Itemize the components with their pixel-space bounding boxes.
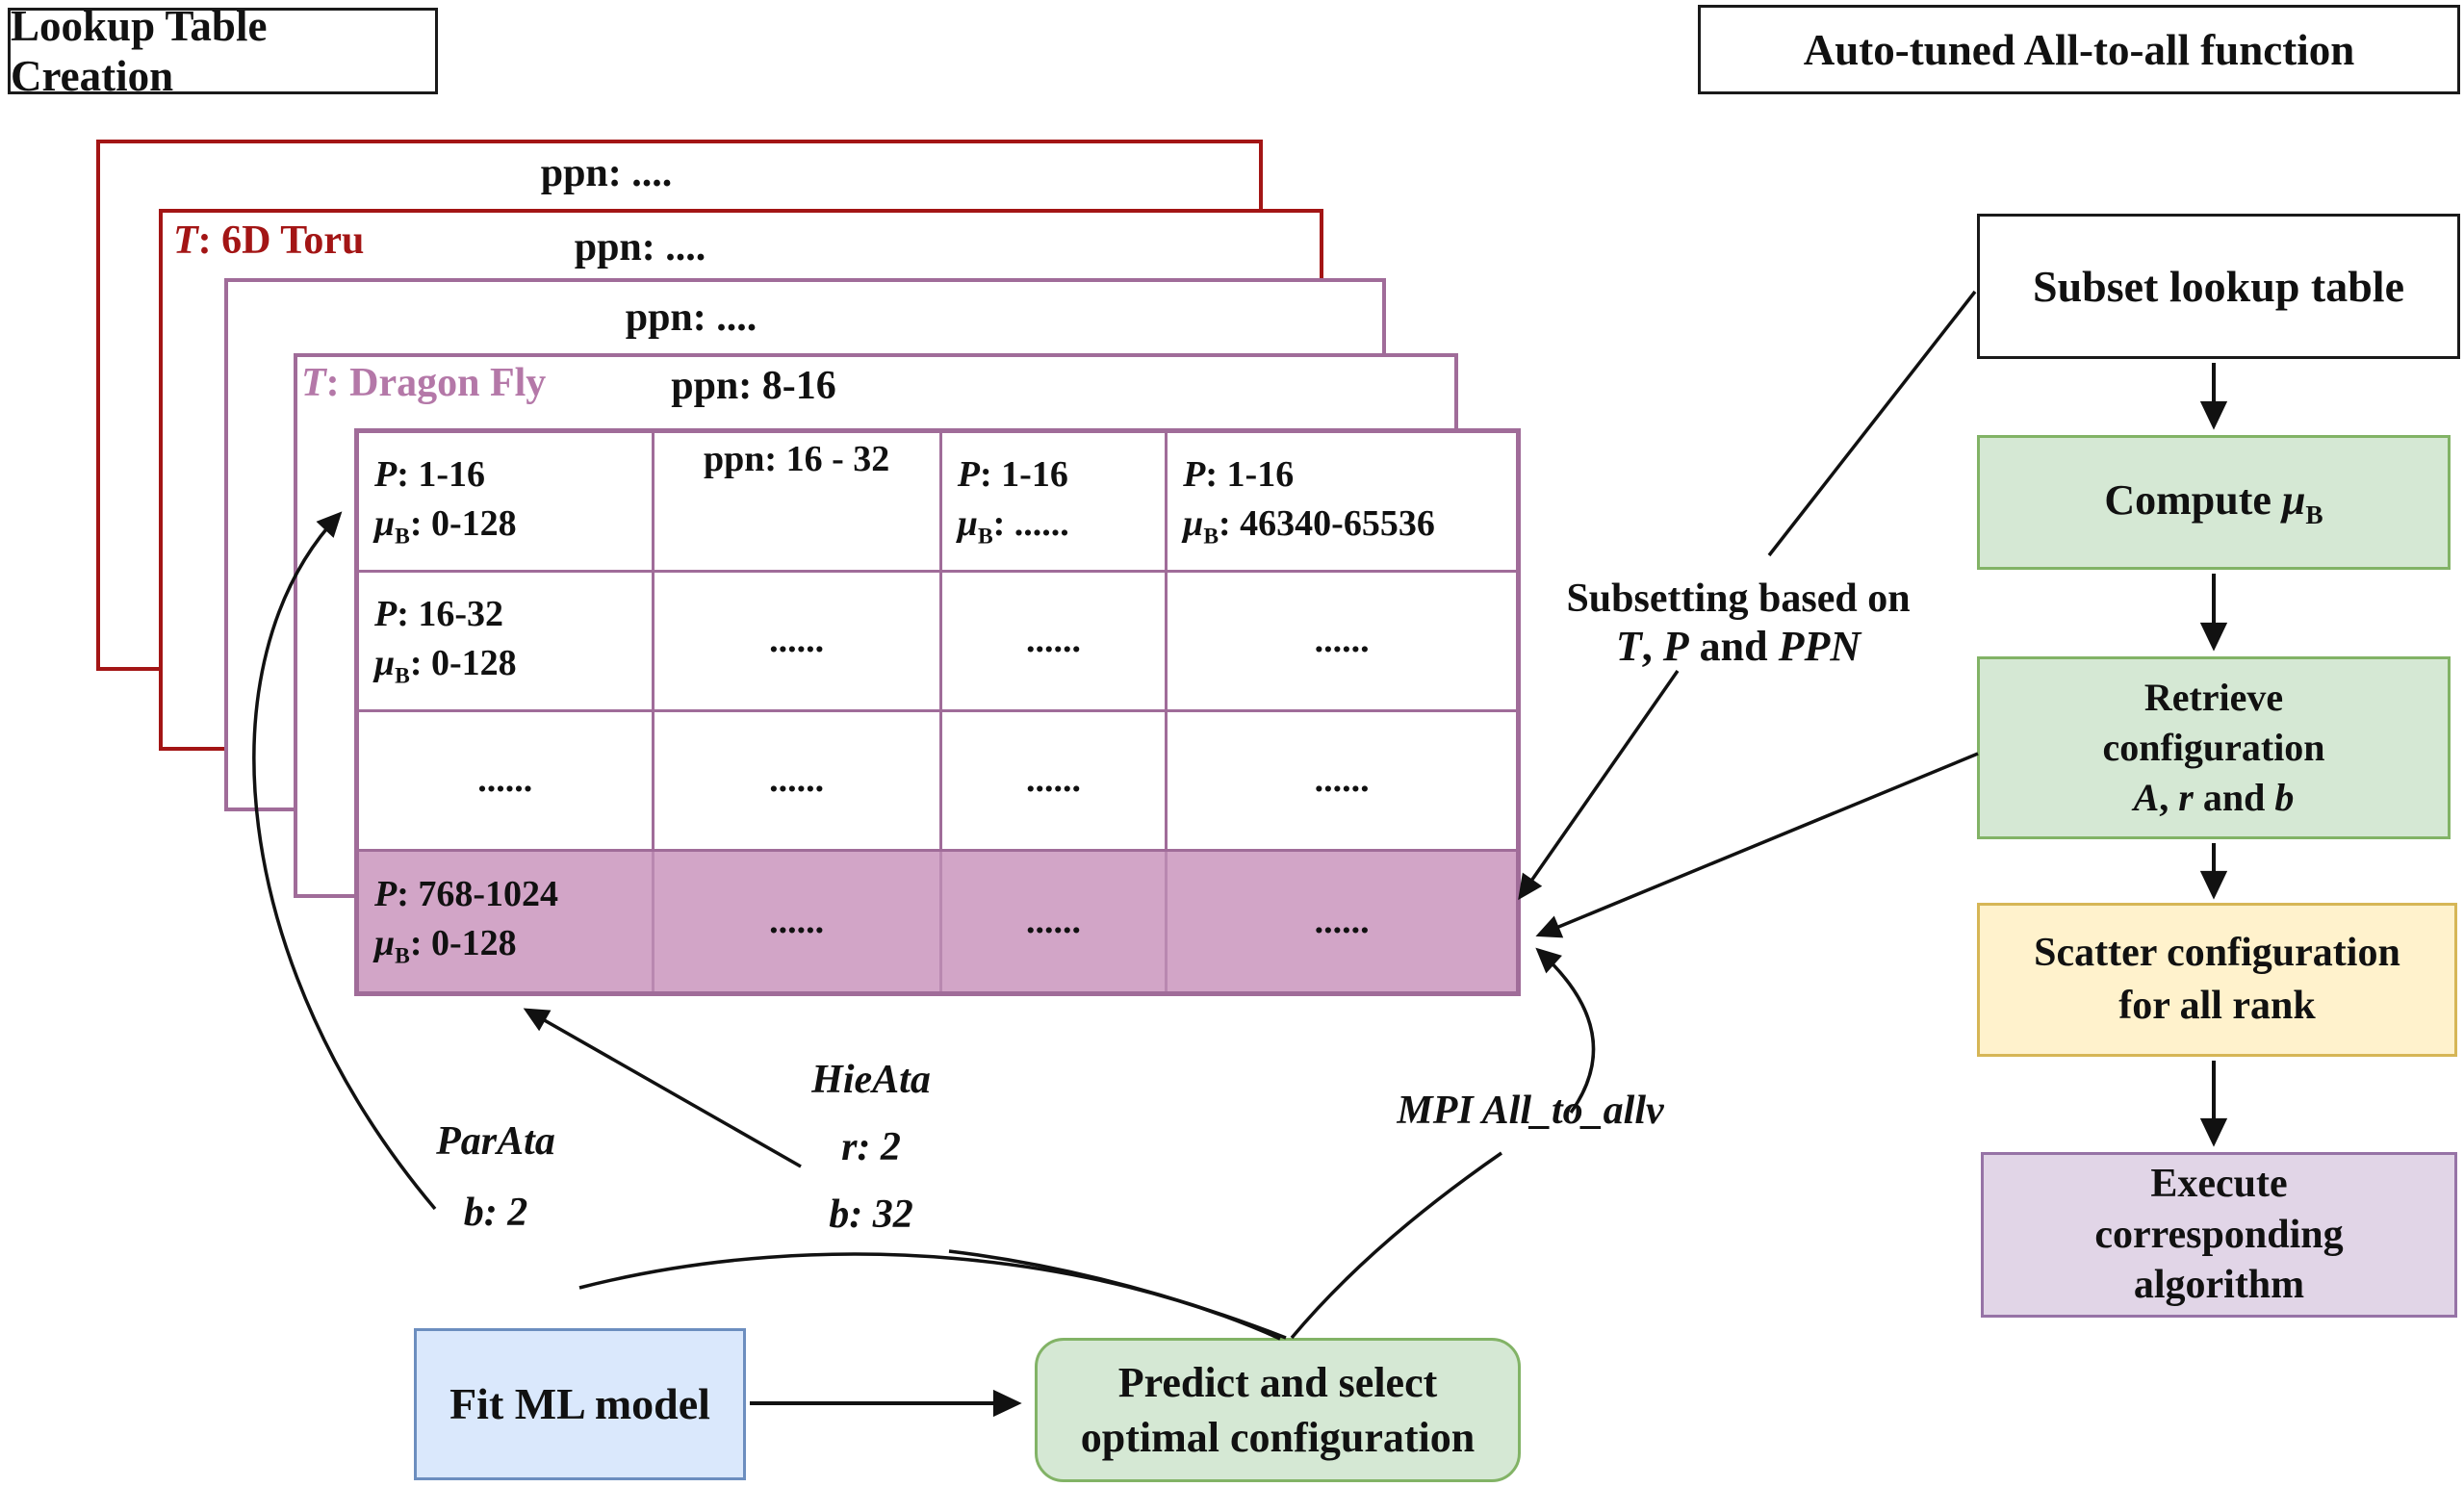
flow-box-retrieve-line1: Retrieve [2143, 676, 2284, 719]
fit-ml-model-box: Fit ML model [414, 1328, 746, 1480]
line-predict-to-hieata-text [948, 1249, 1287, 1340]
line-predict-to-mpi-text [1290, 1151, 1502, 1340]
hieata-name: HieAta [811, 1058, 931, 1102]
flow-box-subset-lookup-table: Subset lookup table [1977, 214, 2460, 359]
flow-box-compute-mu: Compute μB [1977, 435, 2451, 570]
table-cell-r4c3: ...... [941, 852, 1168, 991]
predict-select-line1: Predict and select [1117, 1358, 1438, 1406]
table-cell-r3c4: ...... [1168, 712, 1516, 852]
right-section-title-text: Auto-tuned All-to-all function [1803, 25, 2355, 74]
layer3-ppn-label: ppn: .... [625, 295, 757, 340]
layer2-topology-var: T [173, 218, 198, 263]
fit-ml-model-label: Fit ML model [449, 1379, 710, 1429]
flow-box-retrieve-configuration: Retrieve configuration A, r and b [1977, 656, 2451, 839]
table-cell-r3c1: ...... [359, 712, 654, 852]
line-subset-to-subsetting-text [1767, 290, 1977, 557]
layer2-ppn-label: ppn: .... [574, 225, 706, 269]
flow-box-execute-line3: algorithm [2133, 1263, 2305, 1308]
table-cell-r4c4: ...... [1168, 852, 1516, 991]
left-section-title: Lookup Table Creation [8, 2, 438, 100]
flow-box-scatter-line1: Scatter configuration [2034, 931, 2400, 976]
table-cell-r1c2: ppn: 16 - 32 [654, 433, 942, 573]
table-cell-r4c2: ...... [654, 852, 942, 991]
parata-annotation: ParAta b: 2 [404, 1118, 587, 1236]
parata-name: ParAta [436, 1119, 555, 1164]
table-cell-r3c3: ...... [941, 712, 1168, 852]
subsetting-line2: T, P and PPN [1615, 623, 1861, 670]
hieata-annotation: HieAta r: 2 b: 32 [780, 1057, 962, 1238]
table-cell-r2c2: ...... [654, 573, 942, 712]
hieata-param2: b: 32 [829, 1192, 913, 1237]
layer4-topology-rest: : Dragon Fly [325, 361, 547, 405]
layer2-topology-rest: : 6D Toru [197, 218, 365, 263]
predict-select-box: Predict and select optimal configuration [1035, 1338, 1521, 1482]
arrow-retrieve-to-highlighted-row [1535, 752, 1979, 938]
predict-select-line2: optimal configuration [1080, 1414, 1476, 1461]
table-cell-r2c3: ...... [941, 573, 1168, 712]
flow-box-scatter-configuration: Scatter configuration for all rank [1977, 903, 2457, 1057]
right-section-title: Auto-tuned All-to-all function [1698, 5, 2460, 94]
layer4-topology-var: T [301, 361, 326, 405]
flow-box-retrieve-line3: A, r and b [2133, 776, 2295, 819]
left-section-title-text: Lookup Table Creation [11, 2, 268, 100]
flow-box-retrieve-line2: configuration [2102, 726, 2325, 769]
subsetting-line1: Subsetting based on [1566, 577, 1911, 621]
flow-box-scatter-line2: for all rank [2118, 984, 2316, 1028]
line-predict-to-parata-text [578, 1252, 1281, 1341]
layer2-topology-label: T: 6D Toru [173, 218, 364, 264]
subsetting-annotation: Subsetting based on T, P and PPN [1527, 576, 1950, 671]
arrow-subsetting-to-highlighted-row [1518, 669, 1680, 901]
flow-box-execute-algorithm: Execute corresponding algorithm [1981, 1152, 2457, 1318]
table-cell-r2c4: ...... [1168, 573, 1516, 712]
layer4-topology-label: T: Dragon Fly [301, 360, 546, 406]
layer1-ppn-label: ppn: .... [540, 151, 673, 195]
mpi-all-to-allv-annotation: MPI All_to_allv [1397, 1089, 1664, 1133]
layer4-ppn-label: ppn: 8-16 [671, 364, 836, 408]
flow-box-execute-line2: corresponding [2094, 1212, 2344, 1257]
parata-param: b: 2 [463, 1191, 528, 1235]
flow-box-subset-label: Subset lookup table [2032, 261, 2404, 311]
hieata-param1: r: 2 [841, 1125, 901, 1169]
flow-box-execute-line1: Execute [2150, 1162, 2288, 1207]
table-cell-r3c2: ...... [654, 712, 942, 852]
flow-box-compute-label: Compute μB [2104, 475, 2323, 529]
